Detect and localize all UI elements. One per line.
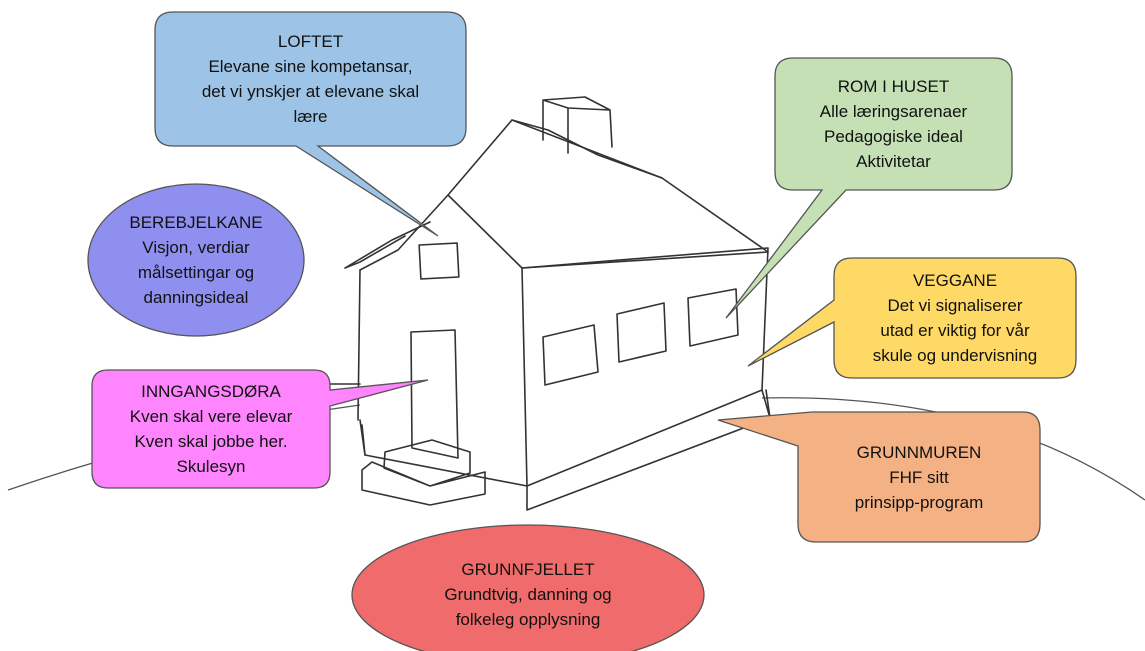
window-2: [616, 302, 667, 363]
window-1: [542, 324, 599, 386]
roof-ridge: [511, 119, 663, 179]
chimney: [542, 96, 613, 154]
grunnmuren-callout-shape: [717, 411, 1041, 543]
loftet-callout-shape: [154, 11, 467, 237]
attic-window: [418, 242, 460, 280]
gable-wall: [359, 194, 528, 487]
entrance-steps: [361, 439, 486, 506]
front-door: [410, 329, 459, 459]
inngangsdora-callout-shape: [91, 369, 429, 489]
berebjelkane-ellipse: [87, 183, 305, 337]
foundation: [361, 389, 771, 511]
front-wall: [521, 247, 769, 487]
veggane-callout-shape: [747, 257, 1077, 379]
rom-callout-shape: [725, 57, 1013, 319]
grunnfjellet-ellipse: [351, 524, 705, 651]
window-3: [687, 288, 739, 347]
house-drawing: [329, 96, 771, 511]
main-roof: [447, 119, 769, 269]
